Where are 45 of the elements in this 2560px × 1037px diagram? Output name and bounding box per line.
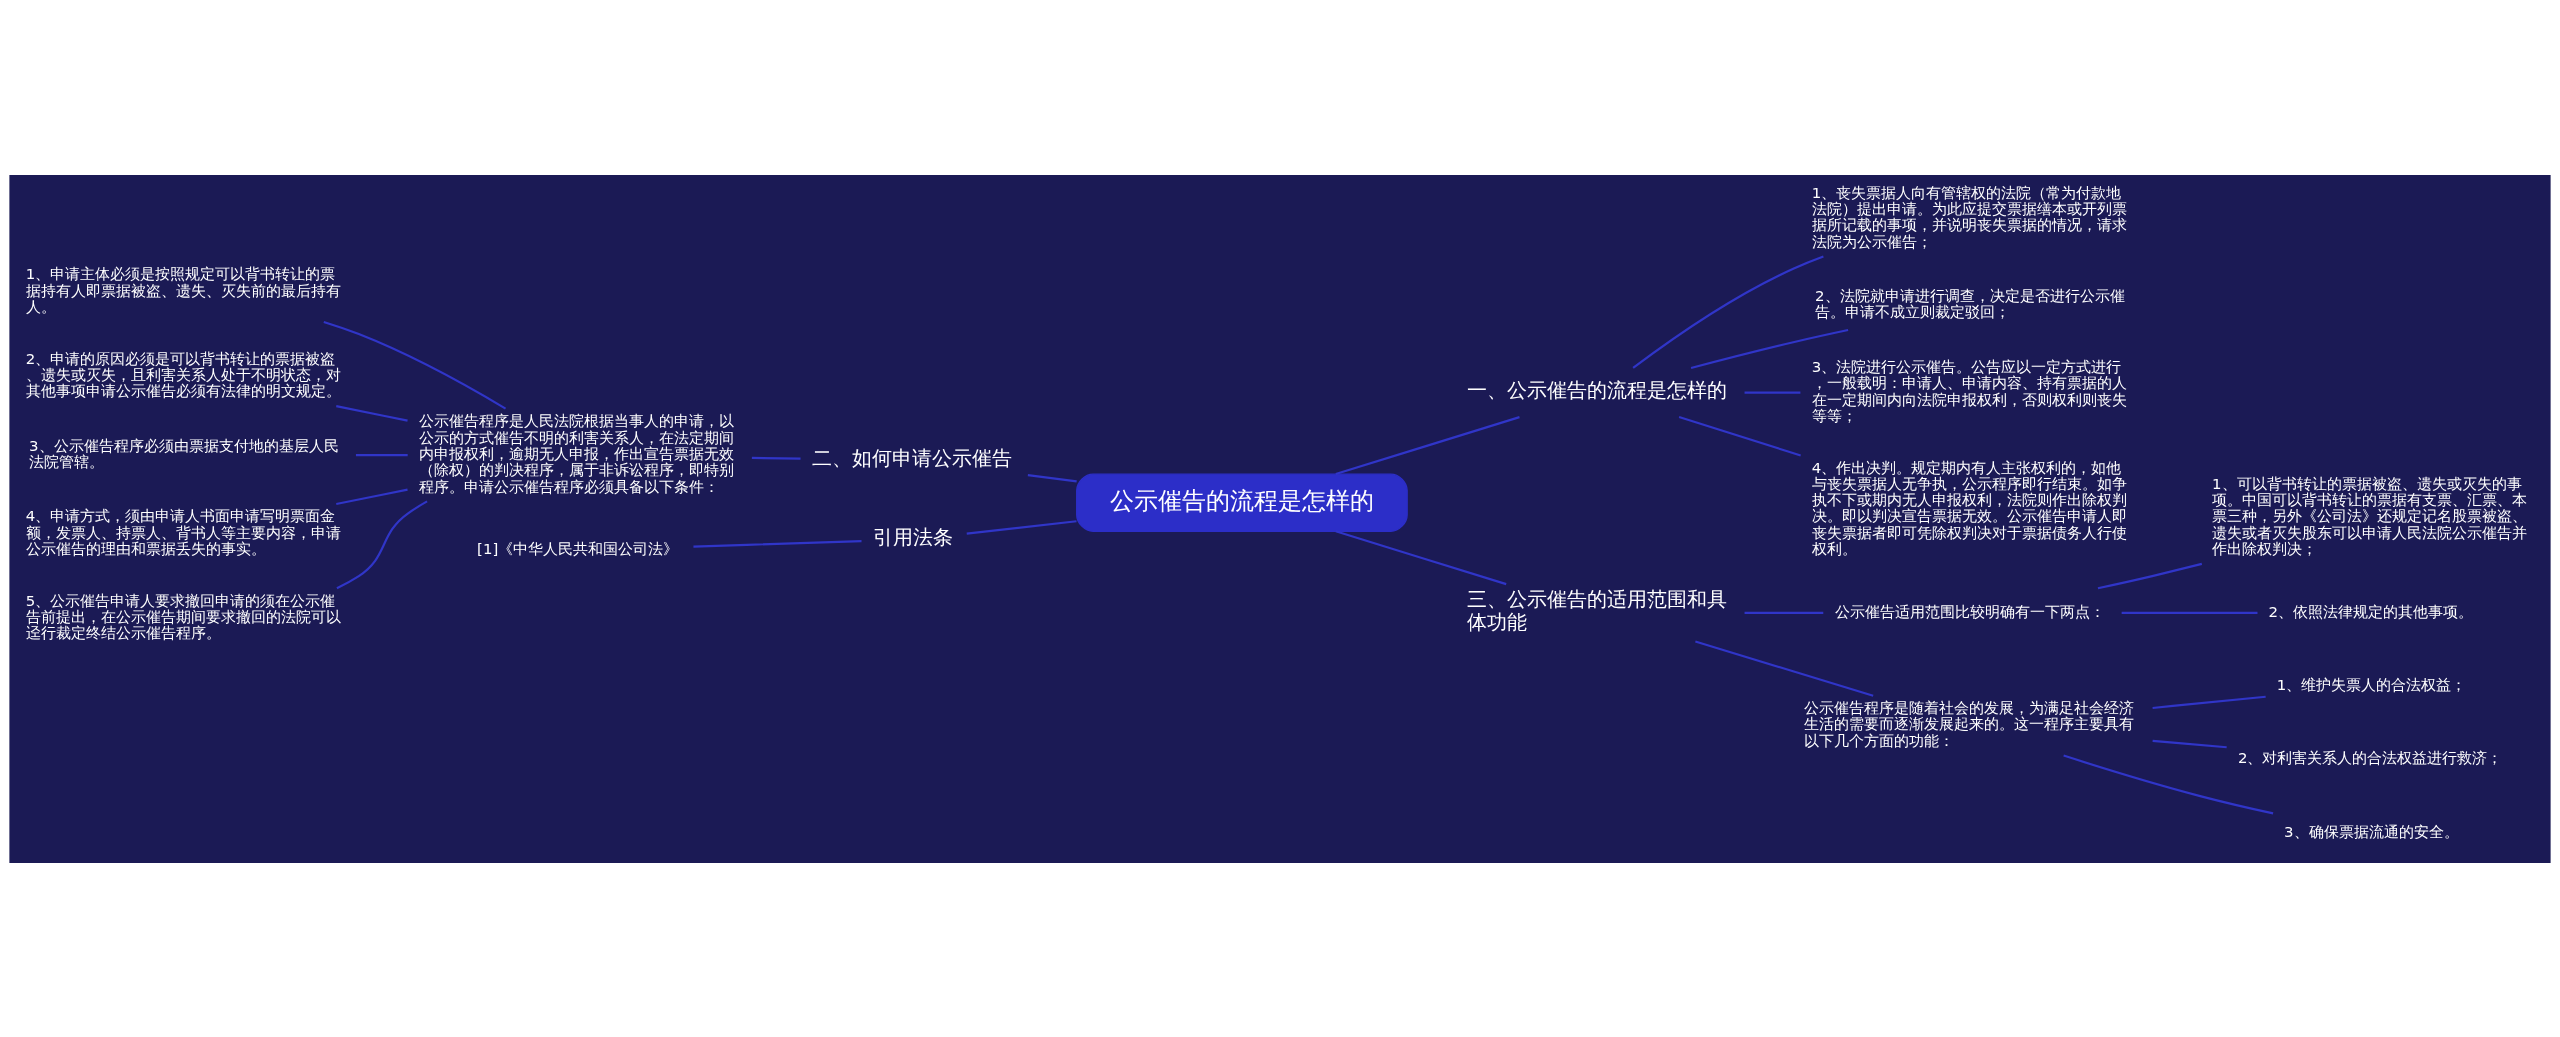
node-text: 一、公示催告的流程是怎样的 [1466, 377, 1727, 402]
connector [1632, 255, 1824, 369]
node-text: 2、法院就申请进行调查，决定是否进行公示催告。申请不成立则裁定驳回； [1815, 286, 2125, 321]
connector [2097, 562, 2203, 589]
connector [1678, 415, 1801, 457]
node-text: 4、申请方式，须由申请人书面申请写明票面金额，发票人、持票人、背书人等主要内容，申请公示催告的理由和票据丢失的事实。 [25, 506, 341, 558]
connector [336, 404, 408, 422]
connector [336, 488, 408, 505]
node-text: 1、丧失票据人向有管辖权的法院（常为付款地法院）提出申请。为此应提交票据缮本或开列票据所记载的事项，并说明丧失票据的情况，请求法院为公示催告； [1811, 183, 2127, 251]
connector [336, 499, 428, 589]
node-text: 5、公示催告申请人要求撤回申请的须在公示催告前提出，在公示催告期间要求撤回的法院可以迳行裁定终结公示催告程序。 [25, 591, 341, 642]
connector [1744, 611, 1824, 614]
node-box: 公示催告的流程是怎样的 [1076, 472, 1408, 532]
connector [1690, 328, 1849, 369]
node-text: 2、申请的原因必须是可以背书转让的票据被盗、遗失或灭失，且利害关系人处于不明状态，对其他事项申请公示催告必须有法律的明文规定。 [25, 349, 341, 400]
node-text: 2、依照法律规定的其他事项。 [2268, 602, 2474, 621]
connector [323, 320, 507, 410]
connector [751, 456, 801, 460]
node-text: 三、公示催告的适用范围和具体功能 [1466, 586, 1727, 634]
connector [2152, 739, 2227, 748]
node-text: 3、法院进行公示催告。公告应以一定方式进行，一般载明：申请人、申请内容、持有票据的人在一定期间内向法院申报权利，否则权利则丧失等等； [1811, 357, 2127, 425]
node-text: 公示催告程序是人民法院根据当事人的申请，以公示的方式催告不明的利害关系人，在法定期间内申报权利，逾期无人申报，作出宣告票据无效（除权）的判决程序，属于非诉讼程序，即特别程序。申请公示催告程序必须具备以下条件： [418, 411, 734, 496]
connector [1744, 390, 1801, 394]
node-text: 3、确保票据流通的安全。 [2284, 822, 2459, 841]
connector [966, 519, 1077, 535]
connector [355, 453, 408, 456]
connector [2121, 611, 2258, 614]
connector [693, 539, 862, 548]
connector [1695, 639, 1874, 697]
node-text: 1、可以背书转让的票据被盗、遗失或灭失的事项。中国可以背书转让的票据有支票、汇票、本票三种，另外《公司法》还规定记名股票被盗、遗失或者灭失股东可以申请人民法院公示催告并作出除权判决； [2212, 474, 2528, 558]
node-text: 公示催告程序是随着社会的发展，为满足社会经济生活的需要而逐渐发展起来的。这一程序主要具有以下几个方面的功能： [1804, 698, 2135, 750]
connector [1027, 473, 1077, 482]
node-text: 公示催告适用范围比较明确有一下两点： [1834, 602, 2105, 621]
node-text: 3、公示催告程序必须由票据支付地的基层人民法院管辖。 [29, 436, 339, 471]
node-text: 1、维护失票人的合法权益； [2276, 675, 2467, 694]
node-text: 4、作出决判。规定期内有人主张权利的，如他与丧失票据人无争执，公示程序即行结束。如争执不下或期内无人申报权利，法院则作出除权判决。即以判决宣告票据无效。公示催告申请人即丧失票据者即可凭除权判决对于票据债务人行使权利。 [1811, 458, 2127, 558]
node-text: 二、如何申请公示催告 [811, 445, 1012, 470]
node-text: 1、申请主体必须是按照规定可以背书转让的票据持有人即票据被盗、遗失、灭失前的最后持有人。 [25, 264, 341, 316]
connector [2063, 754, 2274, 814]
connector [1335, 529, 1507, 585]
connector [2152, 695, 2266, 709]
node-text: 2、对利害关系人的合法权益进行救济； [2237, 748, 2503, 767]
connector [1335, 415, 1520, 475]
node-text: [1]《中华人民共和国公司法》 [477, 539, 679, 558]
node-text: 引用法条 [872, 524, 953, 549]
